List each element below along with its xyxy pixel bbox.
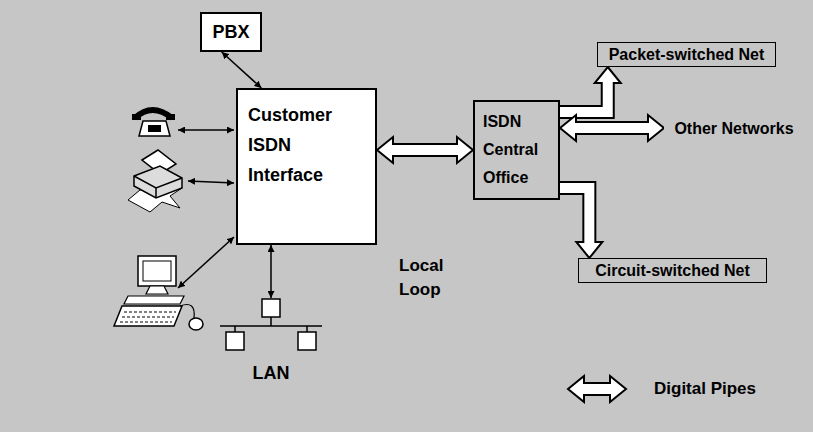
pipe-arrowhead [568,376,584,402]
pipe-body [560,81,608,112]
digital-pipe [377,137,473,163]
box-text: Packet-switched Net [609,44,765,65]
link-arrow [222,52,262,88]
lan-label: LAN [253,362,290,384]
pipe-arrowhead [610,376,626,402]
pipe-arrowhead [648,115,664,141]
box-text: ISDN Central Office [483,108,550,192]
lan-bus-illustration [216,298,326,358]
pipe-arrowhead [560,115,576,141]
network-box: Packet-switched Net [597,42,776,67]
interface-box: Customer ISDN Interface [236,88,377,245]
device-link [188,181,234,183]
device-link [178,129,234,131]
box-text: Circuit-switched Net [595,260,750,281]
legend-item: Digital Pipes [566,374,756,404]
pipe-body [574,123,650,133]
device-link [178,237,234,288]
box-text: PBX [212,21,249,43]
pipe-arrowhead [377,137,393,163]
central-office-box: ISDN Central Office [473,100,560,200]
lan-group: LAN [216,298,326,384]
legend-text: Digital Pipes [654,379,756,399]
link-line [270,245,272,298]
link-line [222,52,262,88]
pbx-box: PBX [200,12,262,52]
legend: Digital Pipes [566,374,756,404]
box-text: Other Networks [674,118,793,139]
pipe-body [391,145,459,155]
computer-icon [114,256,203,330]
pipe-arrowhead [457,137,473,163]
network-box: Other Networks [664,115,804,141]
digital-pipe [560,188,602,258]
edge-label: Local Loop [399,254,463,302]
telephone-icon [132,110,175,136]
digital-pipe [560,115,664,141]
pipe-arrowhead [595,67,621,83]
link-arrow [271,245,272,298]
fax-icon [128,150,182,212]
legend-sample [566,374,628,404]
digital-pipe [560,67,621,112]
pipe-body [582,384,612,394]
network-box: Circuit-switched Net [578,258,767,283]
box-text: Customer ISDN Interface [248,100,365,190]
pipe-arrowhead [576,242,602,258]
pipe-body [560,188,589,244]
